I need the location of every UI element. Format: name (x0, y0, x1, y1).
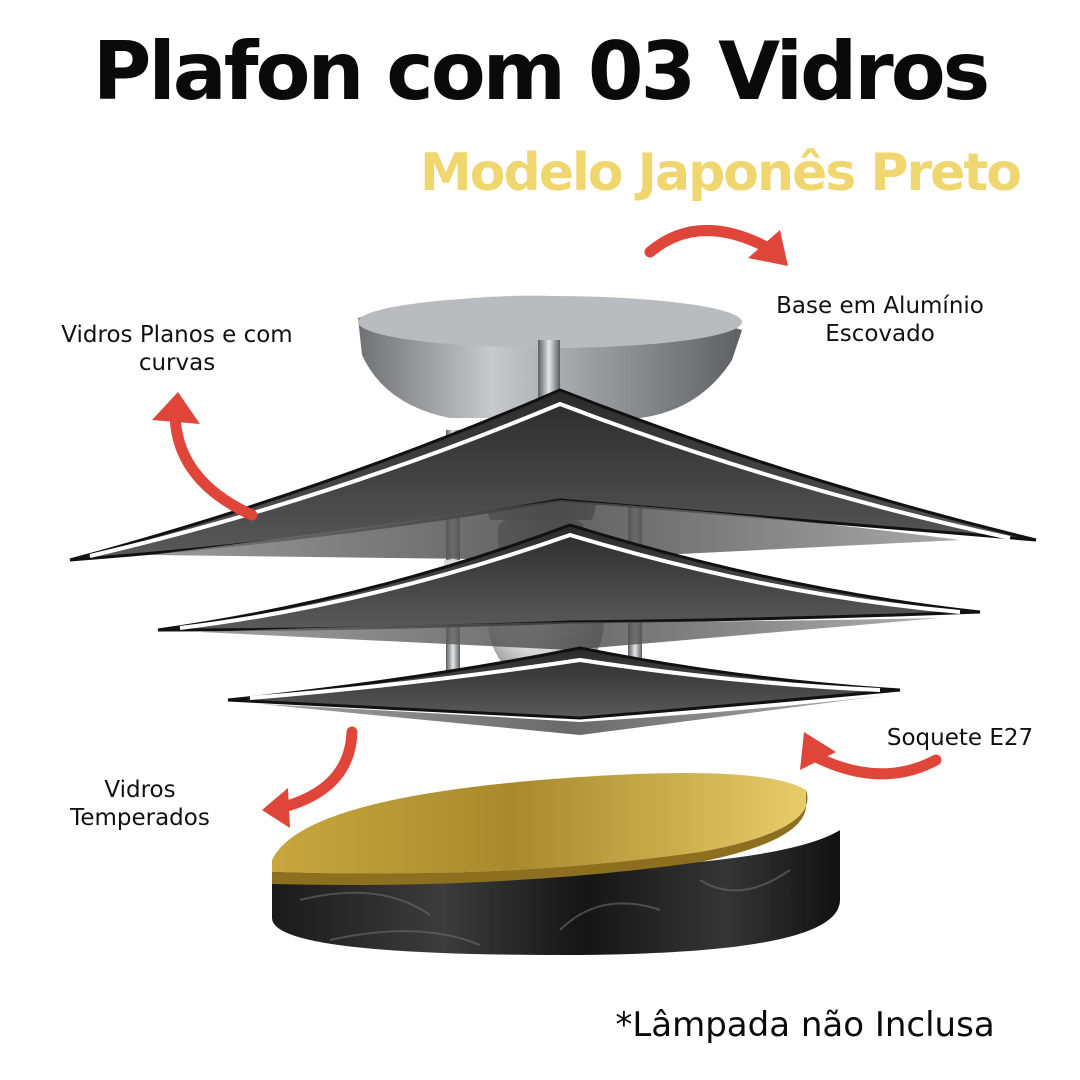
callout-glass-flat-curved: Vidros Planos e com curvas (61, 322, 293, 376)
callout-tempered-glass: Vidros Temperados (70, 777, 210, 831)
arrow-to-base (644, 225, 788, 266)
arrow-to-socket (800, 732, 942, 780)
marble-gold-base-disc (272, 772, 840, 955)
page-subtitle: Modelo Japonês Preto (420, 143, 1022, 203)
curved-arrow-icon (644, 225, 778, 258)
bulb-not-included-note: *Lâmpada não Inclusa (615, 1005, 995, 1045)
glass-plate-middle (157, 523, 981, 650)
curved-arrow-icon (274, 726, 358, 814)
curved-arrow-icon (806, 749, 942, 780)
aluminium-base (358, 295, 742, 418)
callout-aluminium-base: Base em Alumínio Escovado (776, 293, 984, 347)
curved-arrow-icon (169, 406, 258, 521)
glass-plate-bottom (227, 646, 901, 735)
arrow-to-tempered-glass (262, 726, 358, 828)
callout-e27-socket: Soquete E27 (886, 725, 1034, 751)
arrow-to-glass-curves (152, 392, 258, 521)
page-title: Plafon com 03 Vidros (92, 25, 991, 118)
